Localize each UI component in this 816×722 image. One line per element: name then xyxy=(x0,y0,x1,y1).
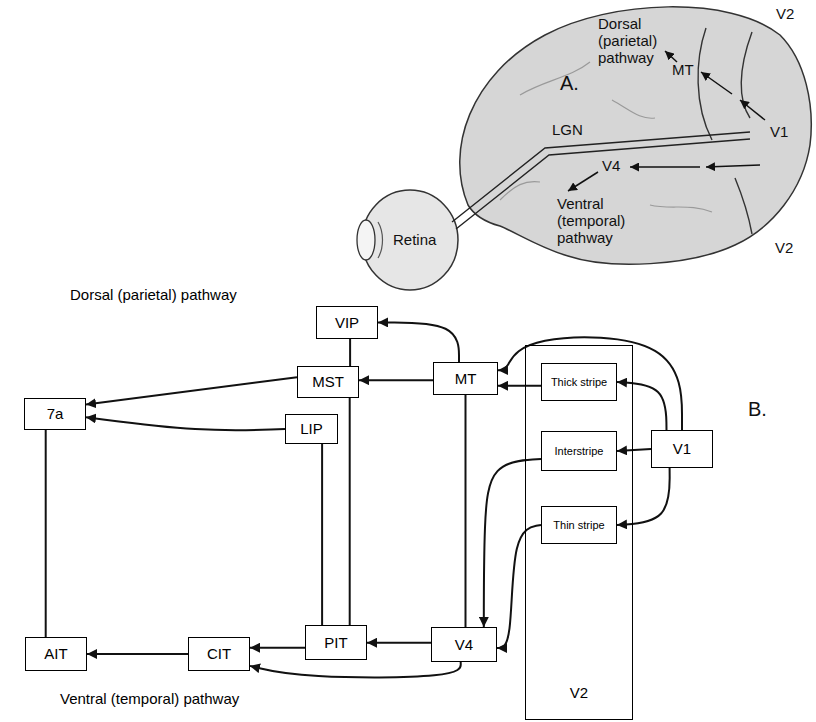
area-label: Thin stripe xyxy=(553,519,604,532)
pathway-region: Ventral (temporal) pathway PIT CIT AIT xyxy=(14,590,438,722)
label-anchor: V4 xyxy=(602,158,620,175)
region-label: Ventral (temporal) pathway xyxy=(60,690,239,707)
lens xyxy=(378,222,383,258)
area-box: LIP xyxy=(285,414,338,444)
pathway-arrow xyxy=(706,165,760,167)
area-box: MT xyxy=(433,362,498,395)
area-box: Interstripe xyxy=(541,431,617,471)
pathway-connector xyxy=(498,385,541,387)
area-label: V2 xyxy=(570,684,588,701)
pathway-connector xyxy=(378,322,459,362)
area-label: V2 xyxy=(775,240,793,257)
area-frame: V2 Thick stripeInterstripeThin stripe xyxy=(525,345,633,720)
area-label: AIT xyxy=(44,645,67,662)
area-label: V1 xyxy=(673,440,691,457)
area-box: CIT xyxy=(188,637,250,671)
pathway-connector xyxy=(250,647,305,649)
pathway-connector xyxy=(321,444,323,625)
area-box: V1 xyxy=(651,430,713,468)
pathway-connector xyxy=(617,382,667,430)
region-fill xyxy=(0,238,486,534)
pathway-connector xyxy=(617,468,670,525)
area-label: V4 xyxy=(455,636,473,653)
pathway-arrow xyxy=(568,172,598,191)
label-anchor: A. xyxy=(560,72,579,94)
area-label: V1 xyxy=(770,124,788,141)
area-label: CIT xyxy=(207,645,231,662)
pathway-connector xyxy=(359,379,433,381)
area-box: Thick stripe xyxy=(541,363,617,401)
pathway-connector xyxy=(367,642,431,644)
sulcus xyxy=(520,62,590,95)
area-label: LIP xyxy=(300,420,323,437)
area-boundary xyxy=(735,178,752,234)
pathway-connector xyxy=(250,662,461,677)
label-anchor: Ventral (temporal) pathway xyxy=(557,196,637,246)
pathway-connector xyxy=(87,653,188,655)
sulcus xyxy=(650,205,712,212)
label-anchor: MT xyxy=(672,62,694,79)
cornea xyxy=(357,220,375,260)
label-anchor: Retina xyxy=(393,232,436,249)
pathway-connector xyxy=(349,339,351,366)
pathway-arrow xyxy=(701,72,732,94)
region-shape xyxy=(0,238,486,534)
region-fill xyxy=(14,590,438,722)
area-box: MST xyxy=(297,366,359,398)
eyeball xyxy=(362,190,458,290)
area-label: V4 xyxy=(602,158,620,175)
panel-letter: A. xyxy=(560,72,579,94)
label-anchor: Dorsal (parietal) pathway xyxy=(598,16,678,66)
area-label: Ventral (temporal) pathway xyxy=(557,196,637,246)
pathway-connector xyxy=(465,395,467,627)
label-anchor: V2 xyxy=(775,240,793,257)
sulcus xyxy=(612,100,655,118)
pathway-connector xyxy=(86,417,285,430)
label-anchor: V1 xyxy=(770,124,788,141)
area-label: Retina xyxy=(393,232,436,249)
pathway-connector xyxy=(86,377,297,404)
pathway-connector xyxy=(45,430,47,637)
area-label: Thick stripe xyxy=(551,376,607,389)
pathway-connector xyxy=(617,449,651,451)
area-label: MST xyxy=(312,373,344,390)
area-label: VIP xyxy=(335,314,359,331)
area-label: V2 xyxy=(776,6,794,23)
area-label: Interstripe xyxy=(555,445,604,458)
area-box: AIT xyxy=(25,637,87,671)
area-box: V4 xyxy=(431,627,497,662)
pathway-connector xyxy=(497,525,541,648)
pathway-arrow xyxy=(630,166,700,168)
area-box: 7a xyxy=(24,398,86,430)
pathway-arrow xyxy=(740,100,765,120)
pathway-region: Dorsal (parietal) pathwayVIP MST 7aLIP xyxy=(0,238,486,534)
area-boundary xyxy=(698,28,712,140)
area-label: LGN xyxy=(552,122,583,139)
panel-letter: B. xyxy=(748,398,767,420)
pathway-arrow xyxy=(665,51,677,62)
label-anchor: B. xyxy=(748,398,767,420)
label-anchor: LGN xyxy=(552,122,583,139)
area-label: 7a xyxy=(47,405,64,422)
area-label: MT xyxy=(672,62,694,79)
label-anchor: V2 xyxy=(776,6,794,23)
area-label: PIT xyxy=(324,634,347,651)
pathway-connector xyxy=(349,398,351,625)
region-label: Dorsal (parietal) pathway xyxy=(70,286,237,303)
brain-outline xyxy=(460,7,811,264)
area-box: Thin stripe xyxy=(541,506,617,544)
sulcus xyxy=(500,182,540,200)
area-label: Dorsal (parietal) pathway xyxy=(598,16,678,66)
area-label: MT xyxy=(455,370,477,387)
area-box: VIP xyxy=(316,306,378,339)
area-box: PIT xyxy=(305,625,367,660)
